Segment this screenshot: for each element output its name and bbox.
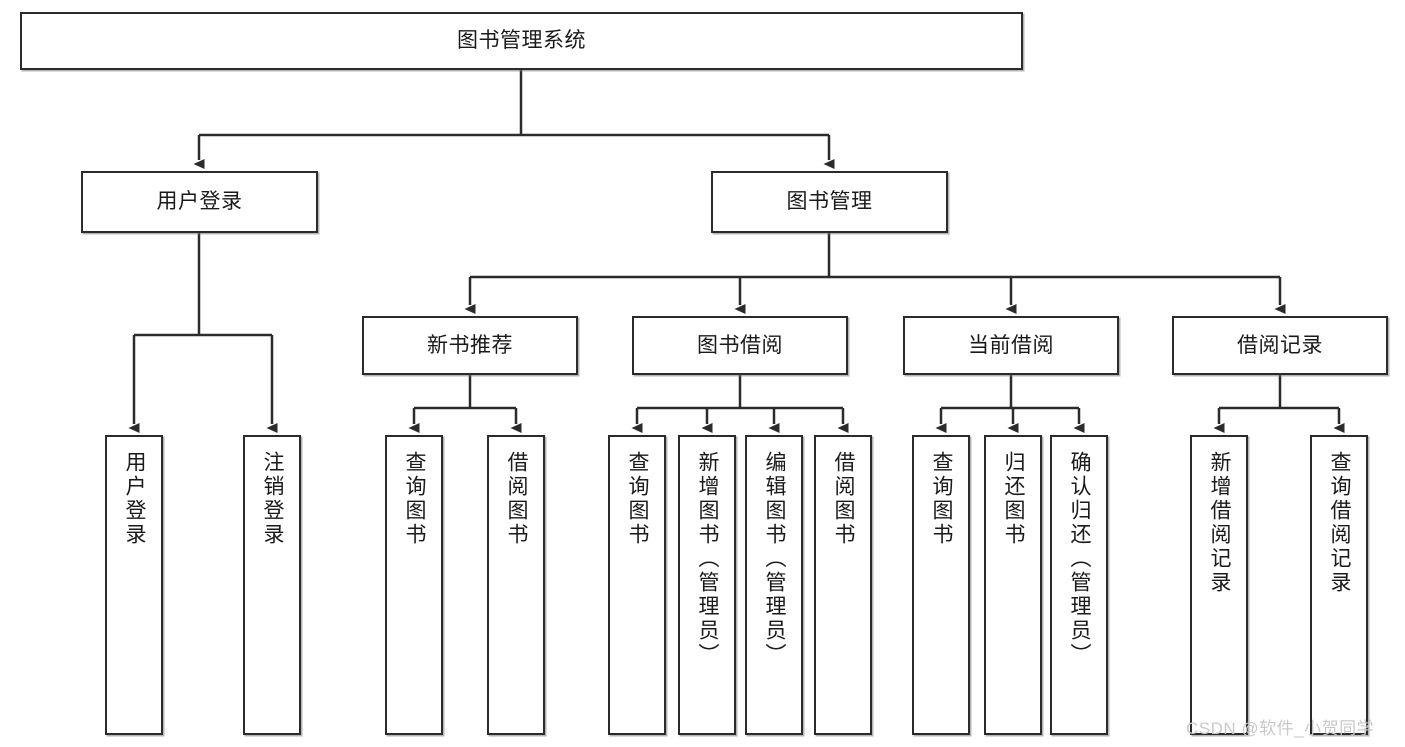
leaf-bb-borrow-book-label: 借阅图书	[832, 451, 856, 547]
csdn-watermark: CSDN @软件_小贺同学	[1186, 719, 1375, 738]
leaf-cb-confirm-return-label: 确认归还（管理员）	[1068, 451, 1092, 667]
leaf-cb-return-book[interactable]: 归还图书	[984, 435, 1042, 735]
leaf-bb-query-book-label: 查询图书	[626, 451, 650, 547]
leaf-bb-edit-book-label: 编辑图书（管理员）	[763, 451, 787, 667]
leaf-bb-add-book[interactable]: 新增图书（管理员）	[678, 435, 736, 735]
node-borrow-record-label: 借阅记录	[1237, 333, 1323, 357]
leaf-cb-confirm-return[interactable]: 确认归还（管理员）	[1050, 435, 1108, 735]
leaf-cb-query-book[interactable]: 查询图书	[912, 435, 970, 735]
leaf-user-login[interactable]: 用户登录	[105, 435, 163, 735]
node-root[interactable]: 图书管理系统	[20, 12, 1023, 70]
leaf-cb-query-book-label: 查询图书	[930, 451, 954, 547]
leaf-br-add-record[interactable]: 新增借阅记录	[1190, 435, 1248, 735]
node-borrow-record[interactable]: 借阅记录	[1172, 316, 1388, 375]
leaf-br-query-record[interactable]: 查询借阅记录	[1310, 435, 1368, 735]
node-root-label: 图书管理系统	[457, 29, 586, 53]
leaf-rec-query-book[interactable]: 查询图书	[385, 435, 443, 735]
node-current-borrow[interactable]: 当前借阅	[903, 316, 1119, 375]
leaf-user-login-label: 用户登录	[123, 451, 147, 547]
leaf-cb-return-book-label: 归还图书	[1002, 451, 1026, 547]
leaf-br-query-record-label: 查询借阅记录	[1328, 451, 1352, 595]
node-book-manage-label: 图书管理	[786, 190, 873, 214]
node-new-book-rec-label: 新书推荐	[427, 333, 513, 357]
leaf-rec-borrow-book-label: 借阅图书	[505, 451, 529, 547]
leaf-logout[interactable]: 注销登录	[243, 435, 301, 735]
node-book-borrow-label: 图书借阅	[697, 333, 783, 357]
leaf-rec-query-book-label: 查询图书	[403, 451, 427, 547]
leaf-rec-borrow-book[interactable]: 借阅图书	[487, 435, 545, 735]
node-new-book-rec[interactable]: 新书推荐	[362, 316, 578, 375]
leaf-bb-edit-book[interactable]: 编辑图书（管理员）	[745, 435, 803, 735]
leaf-bb-add-book-label: 新增图书（管理员）	[696, 451, 720, 667]
leaf-logout-label: 注销登录	[261, 451, 285, 547]
node-current-borrow-label: 当前借阅	[968, 333, 1054, 357]
leaf-br-add-record-label: 新增借阅记录	[1208, 451, 1232, 595]
node-user-login[interactable]: 用户登录	[81, 171, 318, 233]
node-book-manage[interactable]: 图书管理	[711, 171, 948, 233]
node-book-borrow[interactable]: 图书借阅	[632, 316, 848, 375]
node-user-login-label: 用户登录	[156, 190, 243, 214]
leaf-bb-query-book[interactable]: 查询图书	[608, 435, 666, 735]
leaf-bb-borrow-book[interactable]: 借阅图书	[814, 435, 872, 735]
